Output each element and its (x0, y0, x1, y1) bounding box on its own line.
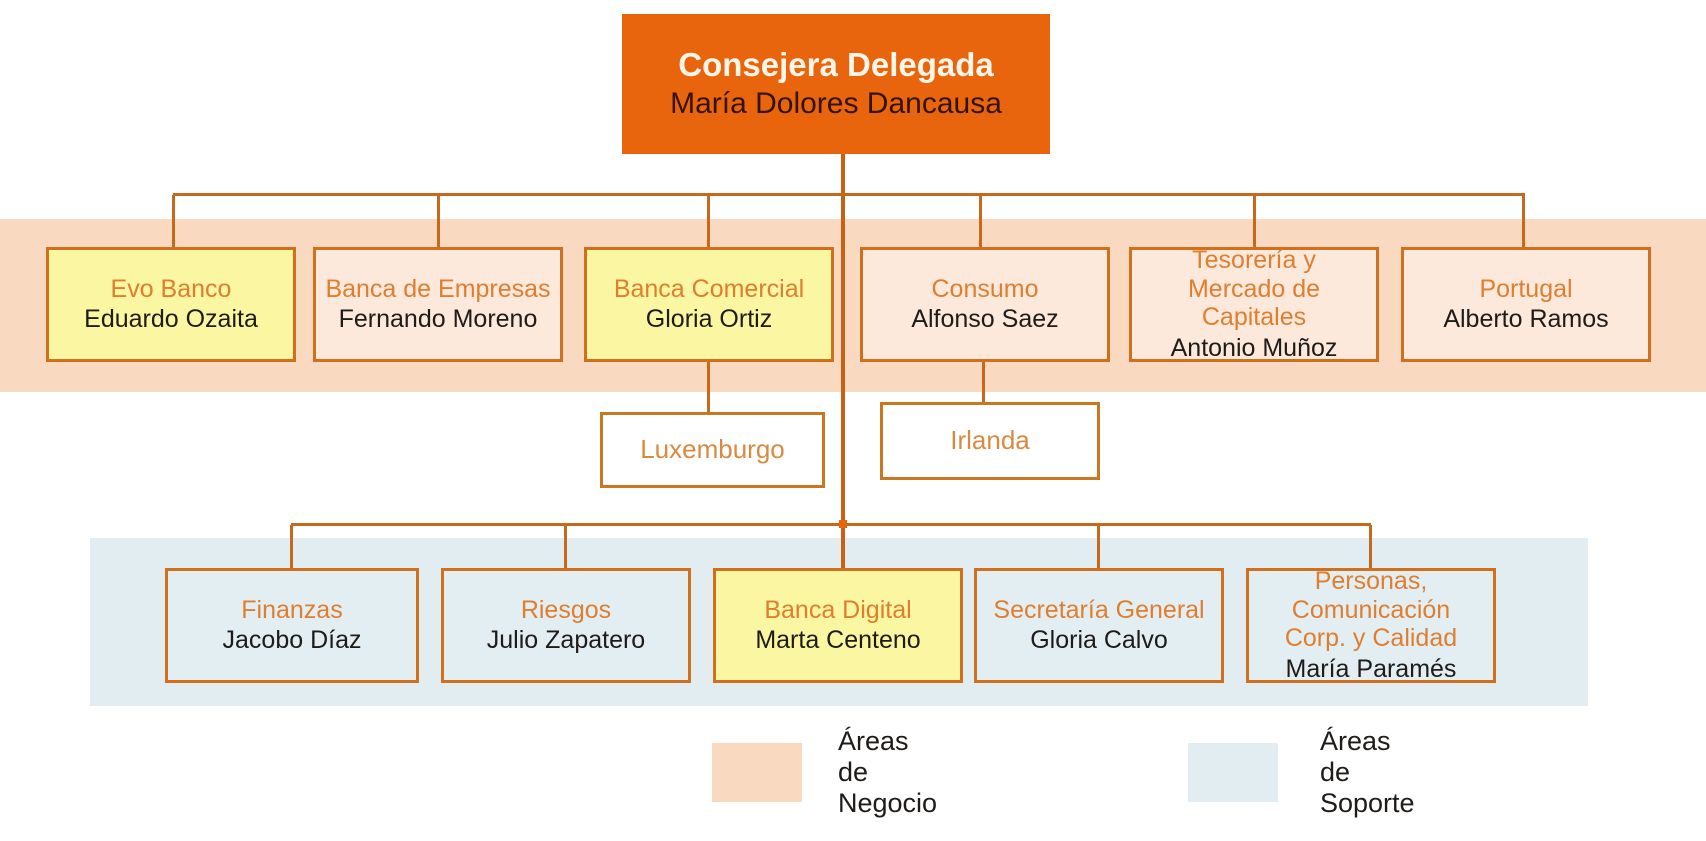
org-box-title: Banca Comercial (613, 274, 805, 303)
connector-central-vertical (841, 154, 845, 570)
org-box-name: Jacobo Díaz (222, 626, 362, 654)
org-box-title: Banca de Empresas (325, 274, 551, 303)
org-box-name: Gloria Ortiz (645, 305, 773, 333)
org-box-name: Marta Centeno (755, 626, 921, 654)
org-box-consejera-delegada: Consejera Delegada María Dolores Dancaus… (622, 14, 1050, 154)
connector-stub-banca-de-empresas (437, 195, 440, 247)
org-box-banca-de-empresas: Banca de Empresas Fernando Moreno (313, 247, 563, 362)
org-box-title: Irlanda (950, 425, 1030, 456)
legend-swatch-business (712, 743, 802, 802)
org-box-evo-banco: Evo Banco Eduardo Ozaita (46, 247, 296, 362)
org-box-name: Eduardo Ozaita (84, 305, 258, 333)
org-box-tesoreria-y-mercado-de-capitales: Tesorería y Mercado de Capitales Antonio… (1129, 246, 1379, 362)
org-box-banca-comercial: Banca Comercial Gloria Ortiz (584, 247, 834, 362)
connector-stub-evo-banco (172, 195, 175, 247)
org-box-title: Personas, Comunicación Corp. y Calidad (1284, 567, 1458, 652)
org-box-name: María Paramés (1285, 654, 1457, 683)
org-box-name: Alfonso Saez (911, 305, 1059, 333)
connector-stub-riesgos (564, 525, 567, 570)
org-box-luxemburgo: Luxemburgo (600, 412, 825, 488)
org-box-name: Julio Zapatero (486, 626, 646, 654)
legend-swatch-support (1188, 743, 1278, 802)
org-box-portugal: Portugal Alberto Ramos (1401, 247, 1651, 362)
connector-junction (839, 520, 847, 528)
org-box-name: Fernando Moreno (338, 305, 538, 333)
org-box-title: Secretaría General (993, 595, 1205, 624)
org-box-title: Consumo (931, 274, 1039, 303)
connector-stub-banca-comercial (707, 195, 710, 247)
org-box-title: Riesgos (520, 595, 612, 624)
org-box-name: Alberto Ramos (1443, 305, 1609, 333)
org-box-title: Portugal (1479, 274, 1573, 303)
connector-stub-portugal (1522, 195, 1525, 247)
connector-stub-finanzas (290, 525, 293, 570)
org-box-name: Antonio Muñoz (1170, 333, 1338, 362)
connector-support-bar (291, 523, 1371, 526)
org-box-name: Gloria Calvo (1030, 626, 1168, 654)
connector-stub-luxemburgo (707, 362, 710, 412)
root-title: Consejera Delegada (678, 46, 994, 84)
legend-label-support: Áreas de Soporte (1320, 726, 1415, 818)
connector-stub-tesoreria (1253, 195, 1256, 247)
org-box-consumo: Consumo Alfonso Saez (860, 247, 1110, 362)
org-box-title: Evo Banco (110, 274, 232, 303)
legend-label-business: Áreas de Negocio (838, 726, 938, 818)
org-box-finanzas: Finanzas Jacobo Díaz (165, 568, 419, 683)
org-box-irlanda: Irlanda (880, 402, 1100, 480)
org-box-personas-comunicacion-corp-y-calidad: Personas, Comunicación Corp. y Calidad M… (1246, 567, 1496, 683)
connector-stub-secretaria-general (1097, 525, 1100, 570)
connector-stub-irlanda (982, 362, 985, 402)
org-box-title: Luxemburgo (640, 434, 785, 465)
connector-business-bar (173, 193, 1525, 196)
org-box-riesgos: Riesgos Julio Zapatero (441, 568, 691, 683)
org-box-secretaria-general: Secretaría General Gloria Calvo (974, 568, 1224, 683)
root-name: María Dolores Dancausa (670, 87, 1002, 121)
connector-stub-consumo (979, 195, 982, 247)
org-box-title: Banca Digital (764, 595, 912, 624)
connector-stub-personas (1369, 525, 1372, 570)
org-box-title: Finanzas (241, 595, 343, 624)
org-box-banca-digital: Banca Digital Marta Centeno (713, 568, 963, 683)
org-box-title: Tesorería y Mercado de Capitales (1187, 246, 1321, 331)
